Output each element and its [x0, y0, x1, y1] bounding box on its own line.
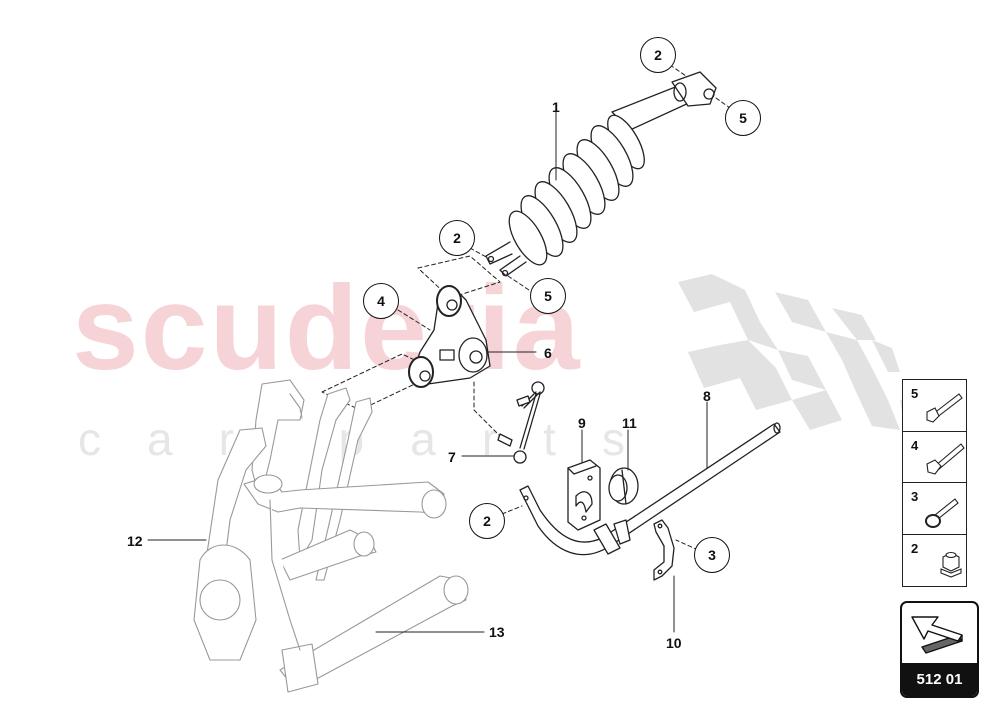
callout-2-bar[interactable]: 2 [469, 503, 505, 539]
label-part-10[interactable]: 10 [666, 635, 682, 651]
legend-item-4[interactable]: 4 [903, 432, 966, 483]
callout-2-mid[interactable]: 2 [439, 220, 475, 256]
short-flange-bolt-icon [925, 498, 959, 528]
callout-3[interactable]: 3 [694, 537, 730, 573]
bracket-part-10[interactable] [653, 519, 675, 581]
coilover-shock-part-1[interactable] [485, 71, 717, 277]
label-part-11[interactable]: 11 [622, 415, 637, 431]
watermark-scuderia: scuderia [72, 261, 582, 395]
callout-5-top[interactable]: 5 [725, 100, 761, 136]
stabilizer-bar-part-8[interactable] [519, 422, 781, 556]
callout-2-top[interactable]: 2 [640, 37, 676, 73]
legend-item-5[interactable]: 5 [903, 380, 966, 432]
assembly-code: 512 01 [902, 663, 977, 696]
label-part-8[interactable]: 8 [703, 388, 711, 404]
label-part-1[interactable]: 1 [552, 99, 560, 115]
label-part-13[interactable]: 13 [489, 624, 505, 640]
drop-link-part-7[interactable] [497, 381, 545, 464]
hex-bolt-icon [926, 442, 965, 475]
legend-item-2[interactable]: 2 [903, 535, 966, 587]
hex-nut-icon [940, 551, 962, 578]
flange-bolt-icon [926, 393, 963, 423]
label-part-9[interactable]: 9 [578, 415, 586, 431]
fastener-legend: 5 4 3 2 [902, 379, 967, 587]
bushing-part-11[interactable] [608, 467, 639, 505]
bar-bracket-part-9[interactable] [567, 459, 601, 531]
assembly-nav-button[interactable]: 512 01 [900, 601, 979, 698]
suspension-knuckle-assembly-part-12[interactable] [193, 379, 469, 693]
callout-4[interactable]: 4 [363, 283, 399, 319]
label-part-12[interactable]: 12 [127, 533, 143, 549]
callout-5-mid[interactable]: 5 [530, 278, 566, 314]
rocker-bellcrank-part-4[interactable] [408, 285, 491, 388]
legend-item-3[interactable]: 3 [903, 483, 966, 535]
label-part-7[interactable]: 7 [448, 449, 456, 465]
label-part-6[interactable]: 6 [544, 345, 552, 361]
arrow-up-left-icon [911, 616, 963, 654]
